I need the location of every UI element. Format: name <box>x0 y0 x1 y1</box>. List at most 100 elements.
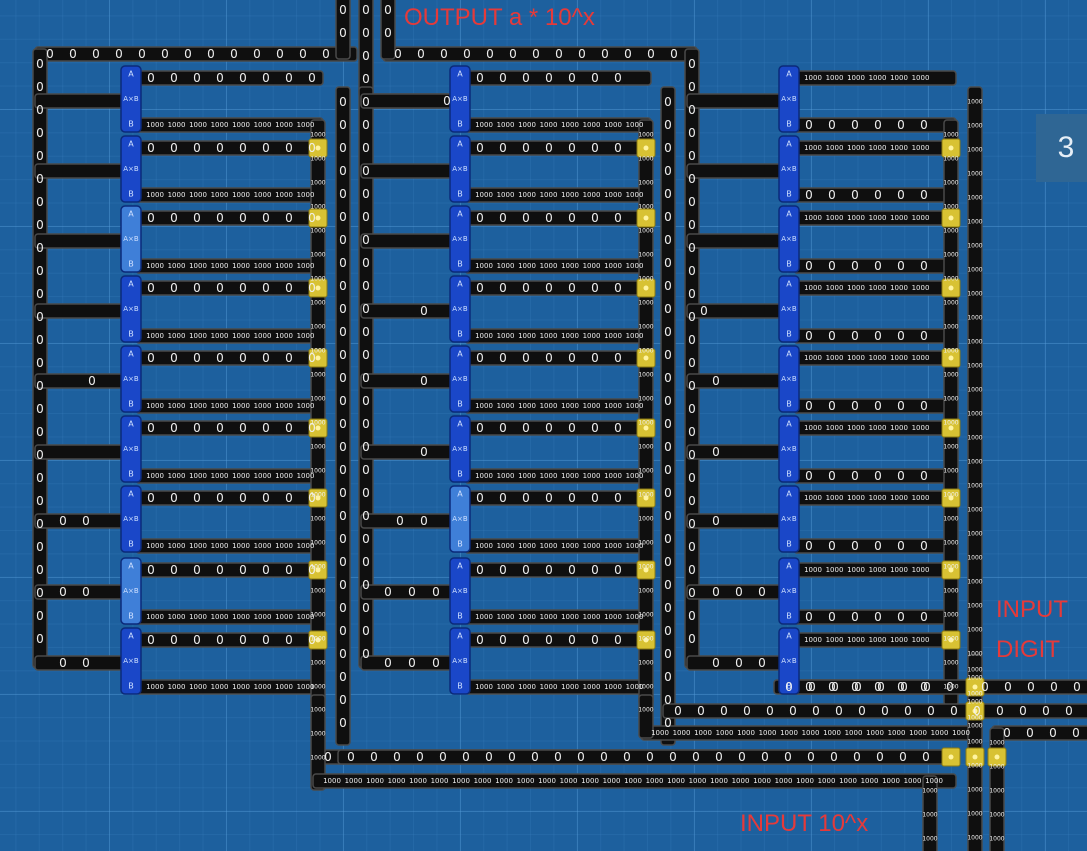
wire-body <box>360 163 456 179</box>
wire-value: 1000 <box>583 332 601 340</box>
wire-value: 1000 <box>804 284 822 292</box>
wire-value: 0 <box>339 3 347 17</box>
wire-value: 0 <box>147 211 155 225</box>
multiplier-label-op: A×B <box>781 587 797 595</box>
multiplier-label-b: B <box>786 400 792 409</box>
wire-value: 0 <box>950 704 958 718</box>
multiplier-body <box>449 485 471 553</box>
level-badge[interactable]: 3 <box>1036 114 1087 182</box>
wire-value: 0 <box>36 563 44 577</box>
wire-value: 0 <box>36 402 44 416</box>
wire-value: 0 <box>239 141 247 155</box>
wire-value: 0 <box>874 539 882 553</box>
wire-value: 0 <box>439 750 447 764</box>
wire-body <box>464 490 652 506</box>
wire-value: 0 <box>36 57 44 71</box>
wire-value: 1000 <box>716 729 734 737</box>
wire-value: 0 <box>874 680 882 694</box>
wire-value: 1000 <box>497 121 515 129</box>
wire-value: 1000 <box>638 180 653 187</box>
wire-value: 1000 <box>232 121 250 129</box>
wire-value: 1000 <box>638 204 653 211</box>
wire-value: 0 <box>697 704 705 718</box>
multiplier-output-wire <box>34 163 127 179</box>
wire-value: 0 <box>531 750 539 764</box>
wire-value: 0 <box>688 402 696 416</box>
wire-value: 1000 <box>297 262 315 270</box>
wire-value: 1000 <box>912 494 930 502</box>
wire-body <box>135 398 324 414</box>
junction-dot <box>948 355 954 361</box>
wire-value: 1000 <box>967 219 982 226</box>
multiplier-input-a <box>135 562 324 578</box>
wire-value: 1000 <box>561 472 579 480</box>
wire-value: 0 <box>874 469 882 483</box>
wire-body <box>135 420 324 436</box>
wire-value: 1000 <box>912 566 930 574</box>
junction-dot <box>948 215 954 221</box>
multiplier-label-a: A <box>457 210 463 219</box>
multiplier-label-b: B <box>457 470 463 479</box>
wire-value: 1000 <box>310 372 325 379</box>
junction-dot <box>643 567 649 573</box>
wire-value: 1000 <box>638 300 653 307</box>
multiplier-label-a: A <box>128 562 134 571</box>
wire-value: 0 <box>36 126 44 140</box>
wire-value: 0 <box>362 118 370 132</box>
wire-value: 0 <box>285 281 293 295</box>
multiplier-label-a: A <box>786 350 792 359</box>
wire-value: 0 <box>900 680 908 694</box>
wire-value: 0 <box>920 259 928 273</box>
wire-value: 0 <box>362 279 370 293</box>
wire-value: 1000 <box>475 262 493 270</box>
wire-value: 1000 <box>804 424 822 432</box>
wire-value: 1000 <box>475 332 493 340</box>
wire-value: 1000 <box>168 542 186 550</box>
wire-value: 1000 <box>943 324 958 331</box>
wire-value: 1000 <box>475 683 493 691</box>
wire-value: 0 <box>664 647 672 661</box>
wire-value: 0 <box>853 750 861 764</box>
wire-value: 1000 <box>310 612 325 619</box>
wire-value: 0 <box>828 188 836 202</box>
multiplier-output-wire <box>686 444 785 460</box>
multiplier-label-a: A <box>128 280 134 289</box>
wire-value: 1000 <box>967 315 982 322</box>
wire-body <box>360 303 456 319</box>
wire-value: 0 <box>362 417 370 431</box>
wire-value: 1000 <box>638 132 653 139</box>
feed-value: 0 <box>712 445 720 459</box>
wire-value: 0 <box>362 141 370 155</box>
wire-value: 0 <box>36 333 44 347</box>
multiplier-label-op: A×B <box>781 445 797 453</box>
wire-value: 1000 <box>638 707 653 714</box>
wire-value: 0 <box>614 71 622 85</box>
wire-value: 0 <box>688 241 696 255</box>
wire-value: 0 <box>339 256 347 270</box>
wire-value: 0 <box>170 351 178 365</box>
junction-dot <box>643 215 649 221</box>
multiplier-label-b: B <box>786 612 792 621</box>
wire-value: 1000 <box>638 324 653 331</box>
wire-value: 0 <box>591 351 599 365</box>
multiplier-block: AA×BB <box>778 275 800 343</box>
wire-value: 0 <box>262 351 270 365</box>
wire-value: 1000 <box>540 191 558 199</box>
wire-value: 1000 <box>626 262 644 270</box>
wire-body <box>135 258 324 274</box>
wire-value: 1000 <box>943 156 958 163</box>
wire-value: 1000 <box>626 542 644 550</box>
wire-body <box>34 233 127 249</box>
wire-value: 0 <box>115 47 123 61</box>
multiplier-block: AA×BB <box>449 135 471 203</box>
wire-value: 1000 <box>540 613 558 621</box>
wire-value: 0 <box>285 563 293 577</box>
wire-value: 1000 <box>826 144 844 152</box>
wire-value: 0 <box>828 259 836 273</box>
wire-value: 0 <box>807 750 815 764</box>
multiplier-input-b <box>135 187 324 203</box>
wire-value: 0 <box>664 624 672 638</box>
wire-value: 0 <box>664 670 672 684</box>
wire-value: 0 <box>946 680 954 694</box>
wire-value: 0 <box>193 491 201 505</box>
